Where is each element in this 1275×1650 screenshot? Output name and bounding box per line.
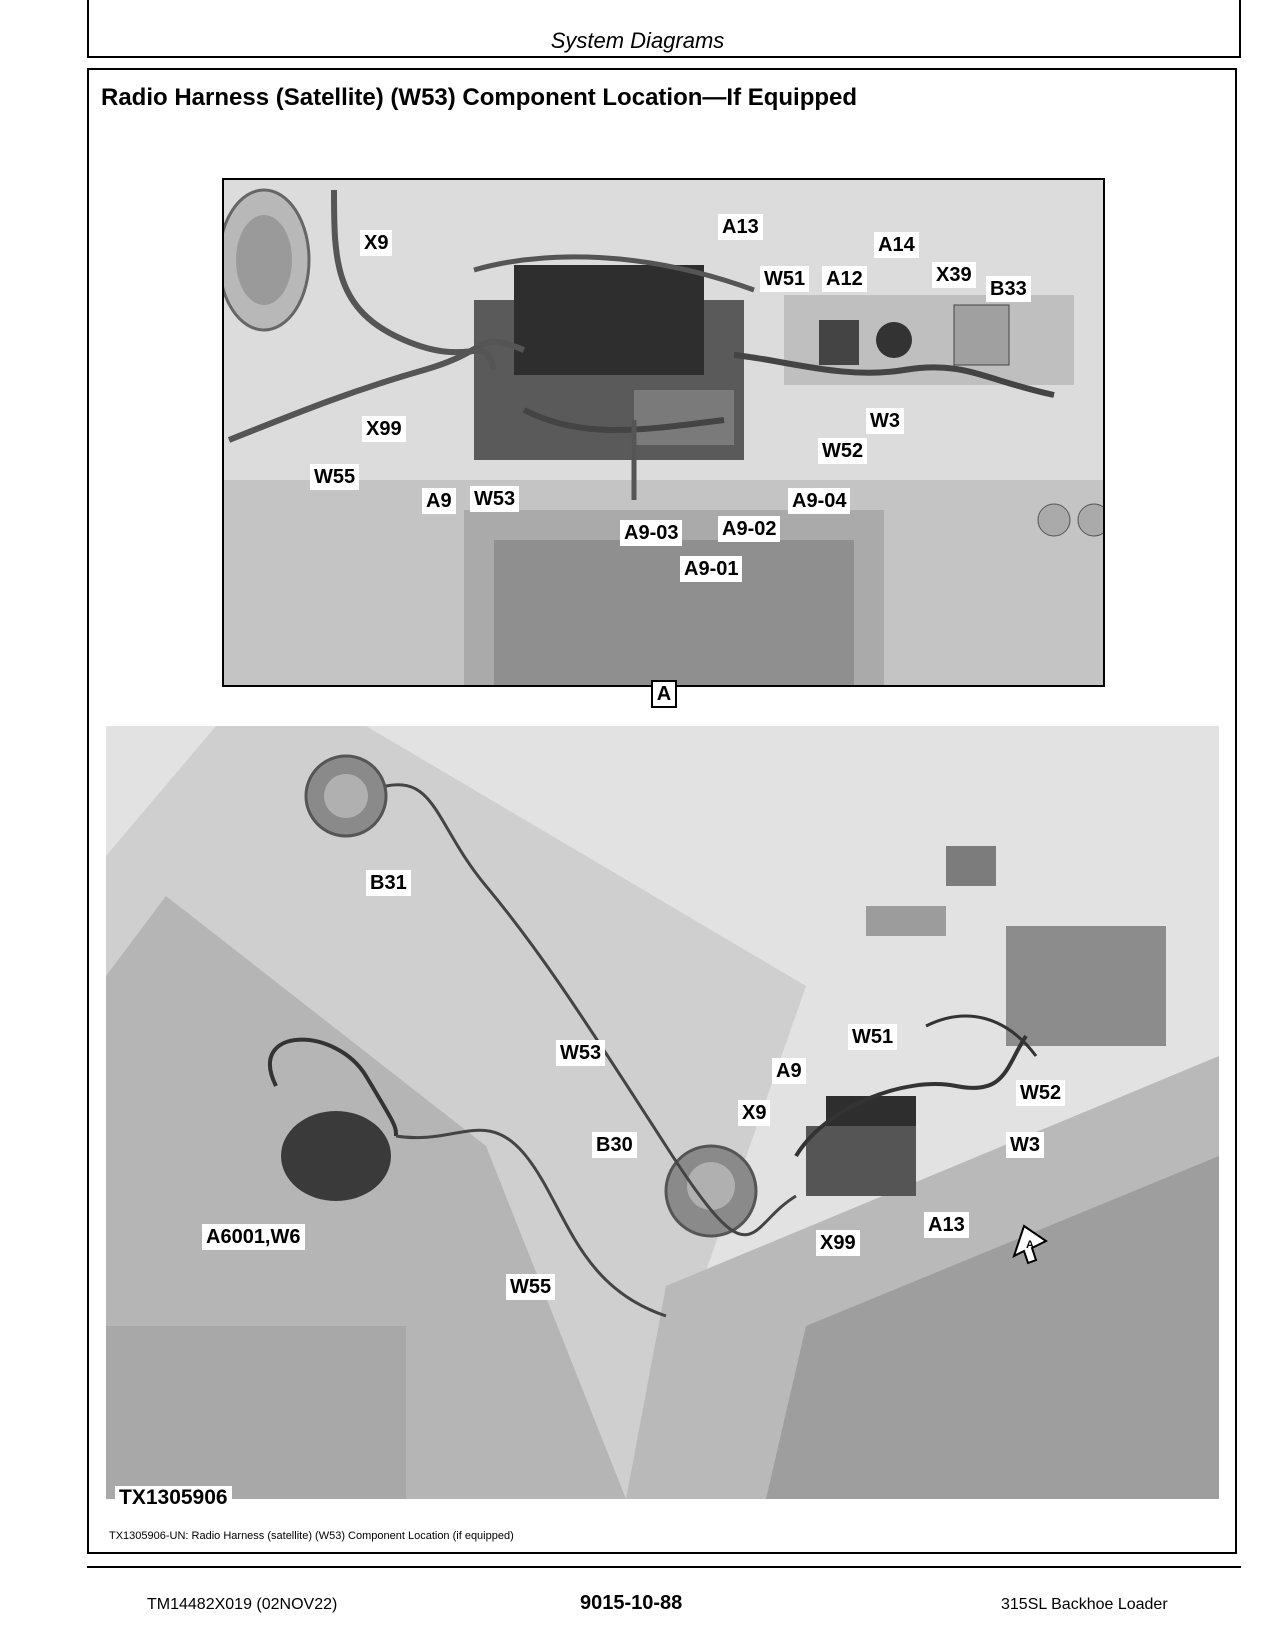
callout-x9: X9: [360, 230, 393, 256]
callout-a9-04: A9-04: [788, 488, 851, 514]
callout-w55: W55: [506, 1274, 556, 1300]
callout-a13: A13: [718, 214, 763, 240]
figure-caption: TX1305906-UN: Radio Harness (satellite) …: [109, 1530, 514, 1542]
main-view-illustration: A: [106, 726, 1219, 1499]
callout-w3: W3: [866, 408, 904, 434]
callout-a13: A13: [924, 1212, 969, 1238]
callout-a9-01: A9-01: [680, 556, 743, 582]
callout-w53: W53: [470, 486, 520, 512]
callout-a9: A9: [422, 488, 456, 514]
callout-b33: B33: [986, 276, 1031, 302]
callout-a14: A14: [874, 232, 919, 258]
detail-view-a-illustration: [224, 180, 1103, 685]
callout-w52: W52: [818, 438, 868, 464]
view-a-marker-arrow: [1012, 1224, 1048, 1265]
footer-rule: [87, 1566, 1241, 1568]
view-a-marker-letter: A: [1026, 1239, 1034, 1251]
callout-b30: B30: [592, 1132, 637, 1158]
callout-a9-02: A9-02: [718, 516, 781, 542]
callout-w51: W51: [848, 1024, 898, 1050]
callout-w51: W51: [760, 266, 810, 292]
callout-a9: A9: [772, 1058, 806, 1084]
detail-view-a-photo: X9 A13 W51 A12 A14 X39 B33 X99 W3 W52 W5…: [222, 178, 1105, 687]
main-view-photo: A B31 W53 W51 A9 W52 X9 B30 W3 A13 X99 A…: [106, 726, 1219, 1499]
view-a-label: A: [651, 680, 677, 708]
callout-w3: W3: [1006, 1132, 1044, 1158]
callout-w53: W53: [556, 1040, 606, 1066]
figure-id: TX1305906: [115, 1486, 232, 1510]
footer-page-number: 9015-10-88: [580, 1592, 683, 1614]
footer-machine-model: 315SL Backhoe Loader: [1001, 1596, 1168, 1613]
section-header: System Diagrams: [550, 28, 725, 53]
footer-manual-id: TM14482X019 (02NOV22): [147, 1596, 338, 1613]
top-frame: [87, 0, 1241, 58]
callout-b31: B31: [366, 870, 411, 896]
callout-w52: W52: [1016, 1080, 1066, 1106]
callout-a9-03: A9-03: [620, 520, 683, 546]
callout-x99: X99: [362, 416, 406, 442]
callout-w55: W55: [310, 464, 360, 490]
content-frame: Radio Harness (Satellite) (W53) Componen…: [87, 68, 1237, 1554]
callout-x39: X39: [932, 262, 976, 288]
callout-x99: X99: [816, 1230, 860, 1256]
callout-x9: X9: [738, 1100, 771, 1126]
page-title: Radio Harness (Satellite) (W53) Componen…: [101, 84, 858, 111]
callout-a6001-w6: A6001,W6: [202, 1224, 305, 1250]
callout-a12: A12: [822, 266, 867, 292]
